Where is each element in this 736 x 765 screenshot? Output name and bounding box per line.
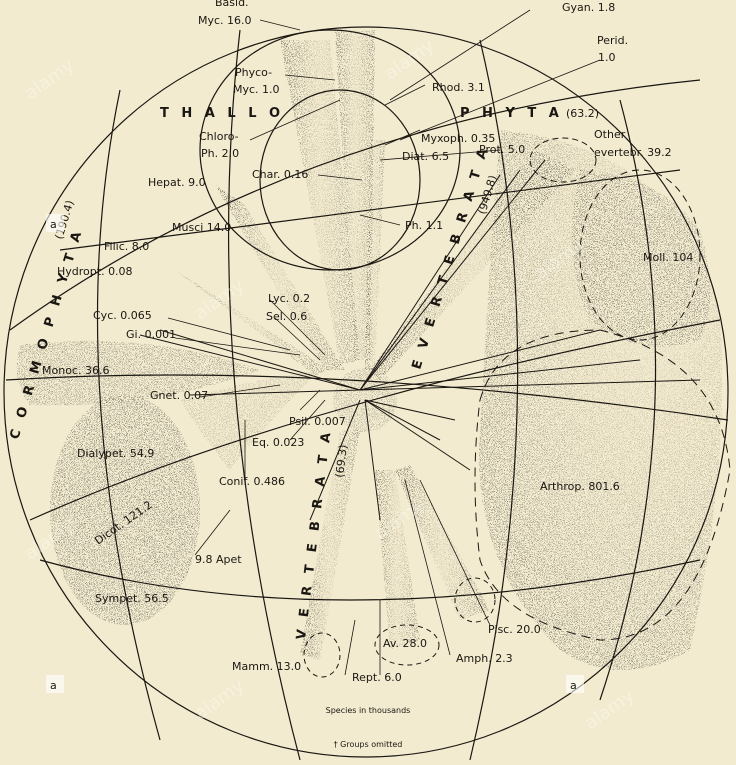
watermark-badge [46, 214, 64, 232]
label-mamm: Mamm. 13.0 [232, 660, 301, 673]
label-monoc: Monoc. 36.6 [42, 364, 109, 377]
stippled-masses [16, 30, 722, 670]
label-moll: Moll. 104 [643, 251, 693, 264]
label-sympet: Sympet. 56.5 [95, 592, 169, 605]
label-rept: Rept. 6.0 [352, 671, 402, 684]
watermark-badge [566, 675, 584, 693]
label-amph: Amph. 2.3 [456, 652, 513, 665]
thallophyta-title-left: T H A L L O [160, 106, 284, 121]
watermark-text: alamy [21, 55, 79, 104]
label-phyco: Phyco- [235, 66, 272, 79]
label-myxoph: Myxoph. 0.35 [421, 132, 495, 145]
label-psil: Psil. 0.007 [289, 415, 346, 428]
svg-text:a: a [570, 679, 577, 692]
svg-text:alamy: alamy [381, 35, 439, 84]
omitted-note: † Groups omitted [334, 740, 403, 749]
radiating-lines [139, 137, 731, 678]
svg-text:alamy: alamy [581, 685, 639, 734]
label-dialypet: Dialypet. 54.9 [77, 447, 154, 460]
label-ph: Ph. 1.1 [405, 219, 443, 232]
label-hepat: Hepat. 9.0 [148, 176, 206, 189]
taxon-labels: Basid. Myc. 16.0 Gyan. 1.8 Perid. 1.0 Ph… [42, 0, 693, 684]
label-av: Av. 28.0 [383, 637, 427, 650]
label-arthrop: Arthrop. 801.6 [540, 480, 620, 493]
label-gnet: Gnet. 0.07 [150, 389, 208, 402]
label-gi: Gi. 0.001 [126, 328, 176, 341]
footer: Species in thousands † Groups omitted [326, 706, 411, 749]
units-note: Species in thousands [326, 706, 411, 715]
label-char: Char. 0.16 [252, 168, 308, 181]
label-filic: Filic. 8.0 [104, 240, 149, 253]
label-gyan: Gyan. 1.8 [562, 1, 615, 14]
label-prot: Prot. 5.0 [479, 143, 525, 156]
cormophyta-title: C O R M O P H Y T A [7, 226, 86, 441]
vertebrata-count: (69.3) [333, 444, 350, 478]
label-pisc: Pisc. 20.0 [488, 623, 541, 636]
label-other: Other [594, 128, 626, 141]
label-basid-myc: Myc. 16.0 [198, 14, 252, 27]
watermark-badge [46, 675, 64, 693]
label-chloro: Chloro- [199, 130, 239, 143]
svg-text:a: a [50, 218, 57, 231]
label-hydropt: Hydropt. 0.08 [57, 265, 133, 278]
label-eq: Eq. 0.023 [252, 436, 304, 449]
thallophyta-count: (63.2) [566, 107, 599, 120]
leader-lines [167, 9, 601, 676]
label-perid-value: 1.0 [598, 51, 616, 64]
label-lyc: Lyc. 0.2 [268, 292, 310, 305]
label-cyc: Cyc. 0.065 [93, 309, 152, 322]
thallophyta-title-right: P H Y T A [460, 106, 563, 121]
label-basid: Basid. [215, 0, 249, 9]
label-perid: Perid. [597, 34, 628, 47]
label-other-evertebr: evertebr. 39.2 [594, 146, 672, 159]
label-conif: Conif. 0.486 [219, 475, 285, 488]
label-sel: Sel. 0.6 [266, 310, 307, 323]
label-chloro-ph: Ph. 2.0 [201, 147, 239, 160]
svg-text:a: a [50, 679, 57, 692]
svg-text:alamy: alamy [191, 675, 249, 724]
label-rhod: Rhod. 3.1 [432, 81, 485, 94]
label-diat: Diat. 6.5 [402, 150, 449, 163]
label-apet: 9.8 Apet [195, 553, 242, 566]
label-phyco-myc: Myc. 1.0 [233, 83, 280, 96]
label-musci: Musci 14.0 [172, 221, 231, 234]
